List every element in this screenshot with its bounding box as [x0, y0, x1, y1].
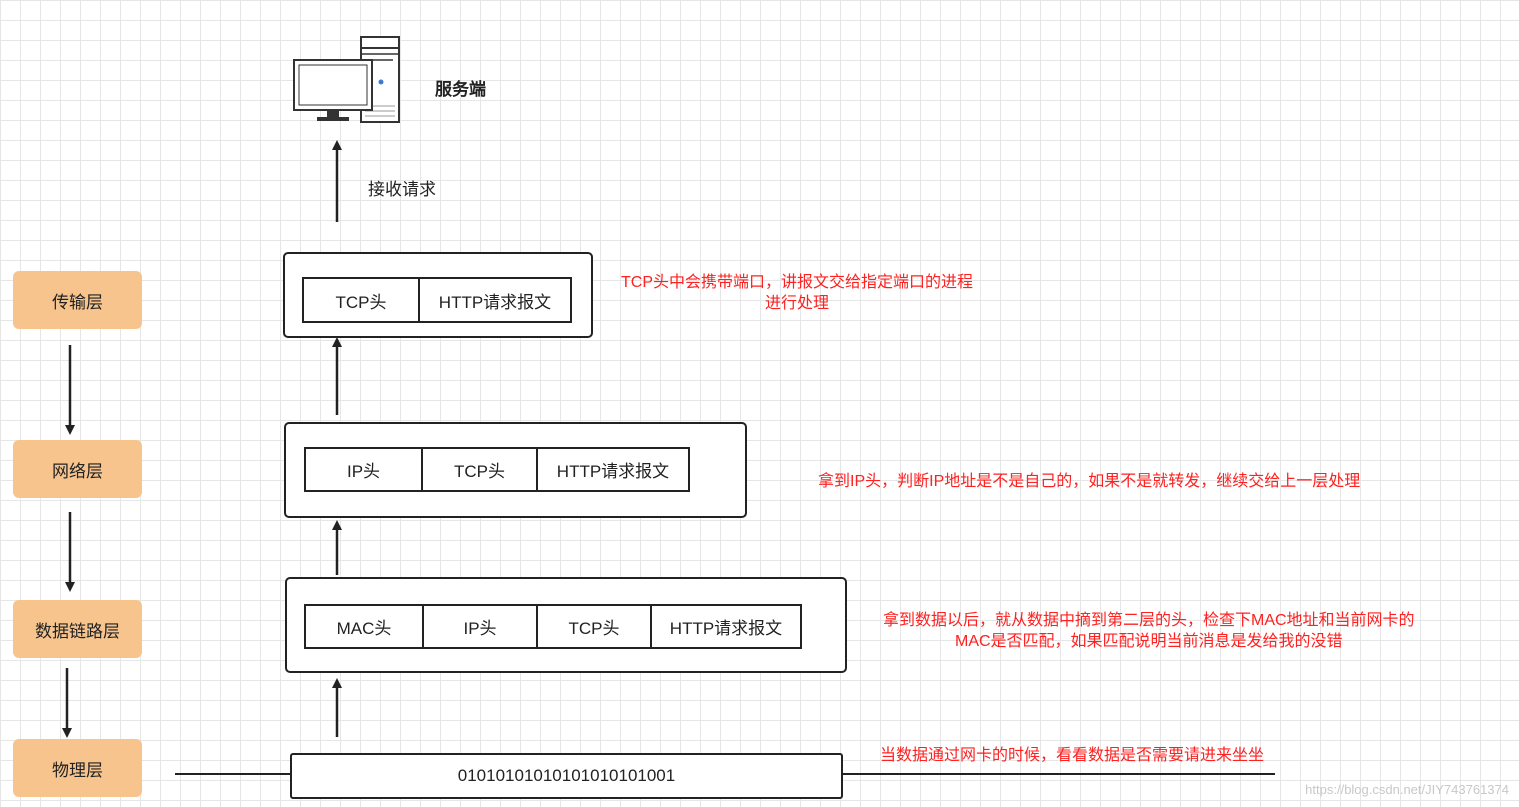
field-ip-header: IP头	[422, 606, 536, 647]
field-tcp-header: TCP头	[421, 449, 536, 490]
note-datalink: 拿到数据以后，就从数据中摘到第二层的头，检查下MAC地址和当前网卡的 MAC是否…	[883, 610, 1415, 652]
packet-datalink-fields: MAC头 IP头 TCP头 HTTP请求报文	[304, 604, 802, 649]
packet-transport-fields: TCP头 HTTP请求报文	[302, 277, 572, 323]
layer-physical: 物理层	[13, 739, 142, 797]
watermark: https://blog.csdn.net/JIY743761374	[1305, 782, 1509, 797]
layer-network: 网络层	[13, 440, 142, 498]
field-mac-header: MAC头	[336, 619, 392, 638]
layer-datalink: 数据链路层	[13, 600, 142, 658]
packet-transport	[283, 252, 593, 338]
field-http-request: HTTP请求报文	[418, 279, 570, 321]
note-datalink-line2: MAC是否匹配，如果匹配说明当前消息是发给我的没错	[955, 633, 1343, 650]
receive-request-label: 接收请求	[368, 180, 436, 199]
note-datalink-line1: 拿到数据以后，就从数据中摘到第二层的头，检查下MAC地址和当前网卡的	[883, 612, 1415, 629]
layer-transport: 传输层	[13, 271, 142, 329]
field-http-request: HTTP请求报文	[536, 449, 688, 490]
packet-datalink	[285, 577, 847, 673]
server-label: 服务端	[435, 80, 486, 99]
packet-physical: 01010101010101010101001	[290, 753, 843, 799]
server-computer-icon	[293, 36, 403, 124]
packet-network-fields: IP头 TCP头 HTTP请求报文	[304, 447, 690, 492]
note-transport-line2: 进行处理	[765, 295, 830, 312]
note-transport-line1: TCP头中会携带端口，讲报文交给指定端口的进程	[621, 274, 974, 291]
bitstream-value: 01010101010101010101001	[457, 766, 676, 785]
note-physical: 当数据通过网卡的时候，看看数据是否需要请进来坐坐	[880, 747, 1265, 764]
note-network: 拿到IP头，判断IP地址是不是自己的，如果不是就转发，继续交给上一层处理	[818, 473, 1361, 490]
packet-network	[284, 422, 747, 518]
field-tcp-header: TCP头	[536, 606, 650, 647]
field-tcp-header: TCP头	[335, 292, 387, 312]
field-ip-header: IP头	[346, 462, 381, 481]
note-transport: TCP头中会携带端口，讲报文交给指定端口的进程 进行处理	[621, 272, 973, 314]
field-http-request: HTTP请求报文	[650, 606, 800, 647]
